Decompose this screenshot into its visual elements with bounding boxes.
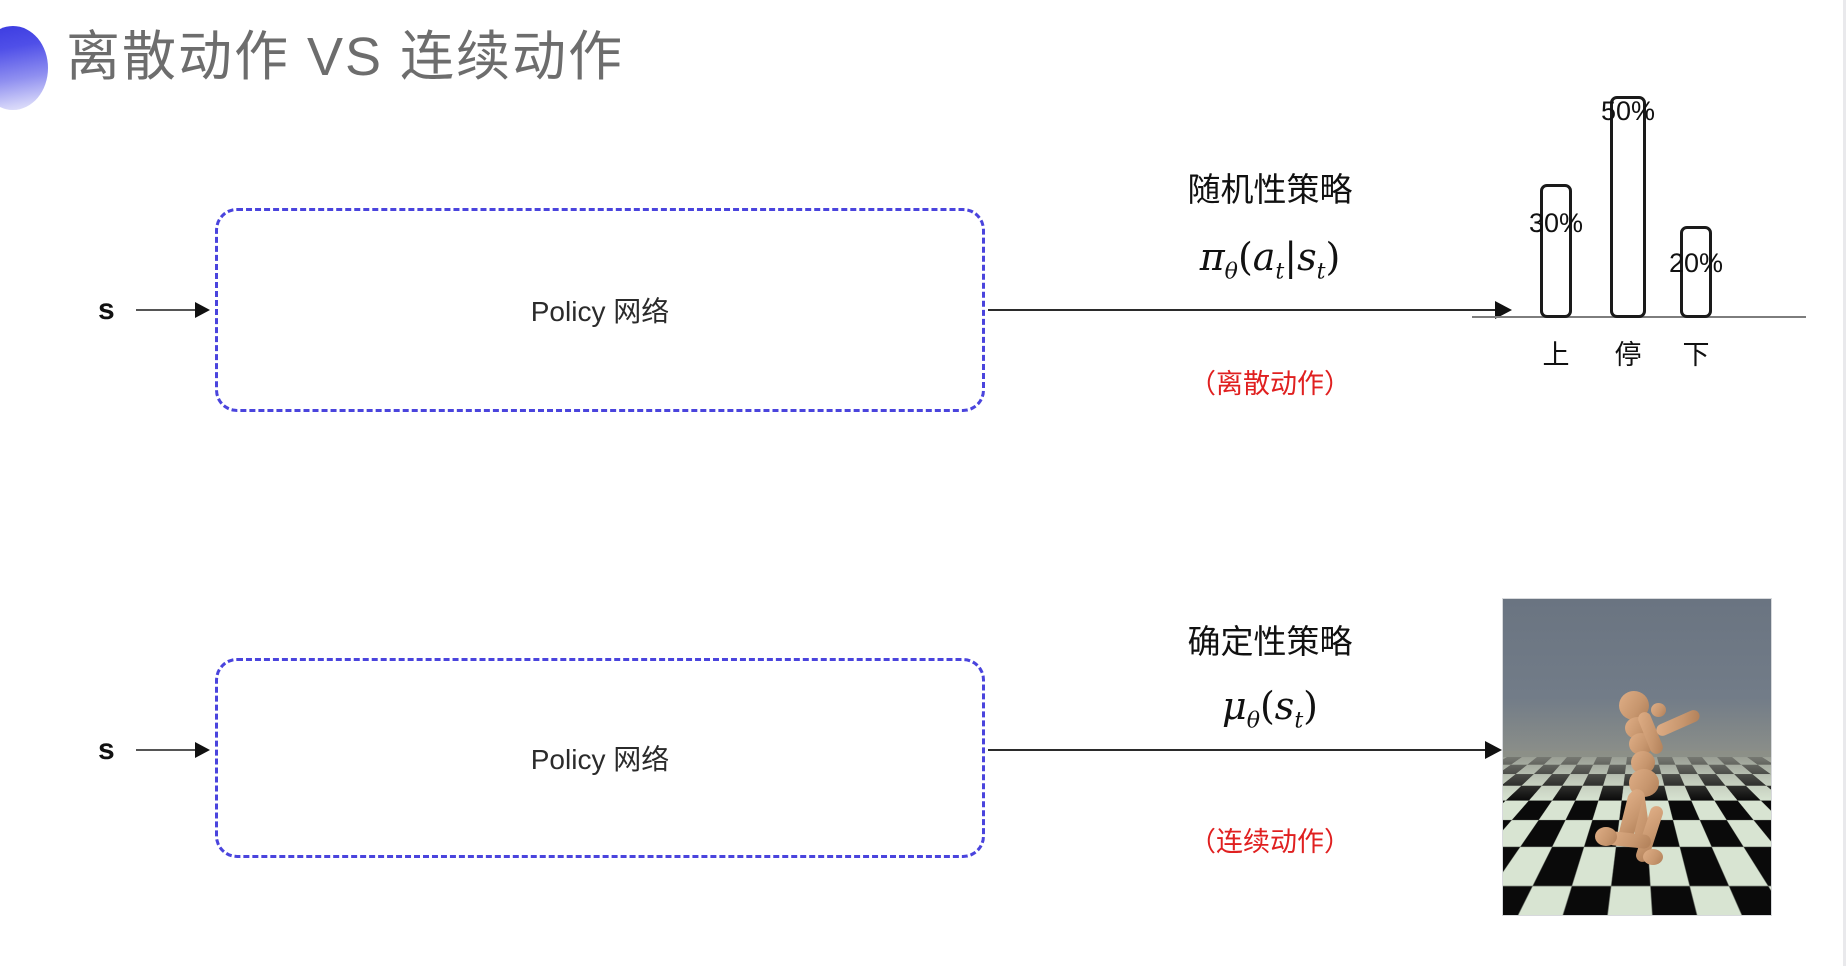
humanoid-simulation-image: [1502, 598, 1772, 916]
policy-network-label-continuous: Policy 网络: [530, 744, 670, 775]
formula-pi-fn: π: [1199, 235, 1225, 279]
bar-value-2: 20%: [1668, 248, 1724, 278]
title-bullet-icon: [0, 26, 48, 110]
formula-mu-sub: θ: [1246, 708, 1260, 734]
humanoid-foot-back: [1595, 827, 1617, 846]
formula-pi-sub: θ: [1224, 259, 1238, 285]
formula-mu-close: ): [1303, 684, 1318, 728]
output-arrow-discrete: [988, 301, 1512, 319]
bar-value-0: 30%: [1528, 208, 1584, 238]
annotation-formula-continuous: μθ(st): [1145, 684, 1395, 734]
page-title: 离散动作 VS 连续动作: [66, 27, 625, 87]
annotation-note-continuous: （连续动作）: [1189, 827, 1351, 857]
formula-mu-arg1: s: [1274, 684, 1295, 728]
formula-pi-arg2: s: [1297, 235, 1317, 279]
formula-mu-arg1-sub: t: [1294, 708, 1304, 734]
bar-1: [1610, 96, 1646, 318]
formula-pi-arg1: a: [1252, 235, 1276, 279]
input-arrow-discrete: [136, 302, 210, 318]
policy-network-label-discrete: Policy 网络: [530, 296, 670, 327]
annotation-title-discrete: 随机性策略: [1187, 171, 1353, 208]
formula-pi-close: ): [1325, 235, 1341, 279]
input-arrow-continuous: [136, 742, 210, 758]
discrete-action-bar-chart: 30% 上 50% 停 20% 下: [1466, 96, 1812, 402]
annotation-formula-discrete: πθ(at|st): [1145, 235, 1395, 285]
formula-mu-fn: μ: [1222, 684, 1247, 728]
bar-0: [1540, 184, 1572, 318]
formula-pi-bar: |: [1284, 235, 1298, 279]
policy-network-box-discrete[interactable]: Policy 网络: [215, 208, 985, 412]
humanoid-hand: [1651, 703, 1666, 717]
annotation-title-continuous: 确定性策略: [1187, 623, 1353, 660]
bar-2: [1680, 226, 1712, 318]
output-arrow-continuous: [988, 741, 1502, 759]
policy-network-box-continuous[interactable]: Policy 网络: [215, 658, 985, 858]
formula-pi-open: (: [1237, 235, 1253, 279]
input-state-label-continuous: s: [98, 733, 115, 766]
formula-pi-arg2-sub: t: [1316, 259, 1326, 285]
slide-right-edge: [1843, 0, 1846, 966]
bar-category-2: 下: [1682, 340, 1710, 370]
humanoid-figure: [1503, 599, 1771, 915]
formula-mu-open: (: [1259, 684, 1275, 728]
humanoid-foot-front: [1643, 849, 1663, 865]
formula-pi-arg1-sub: t: [1275, 259, 1285, 285]
bar-category-0: 上: [1542, 340, 1570, 370]
humanoid-abdomen: [1631, 751, 1655, 774]
annotation-note-discrete: （离散动作）: [1189, 369, 1351, 399]
bar-value-1: 50%: [1600, 96, 1656, 126]
input-state-label-discrete: s: [98, 293, 115, 326]
bar-category-1: 停: [1614, 340, 1642, 370]
